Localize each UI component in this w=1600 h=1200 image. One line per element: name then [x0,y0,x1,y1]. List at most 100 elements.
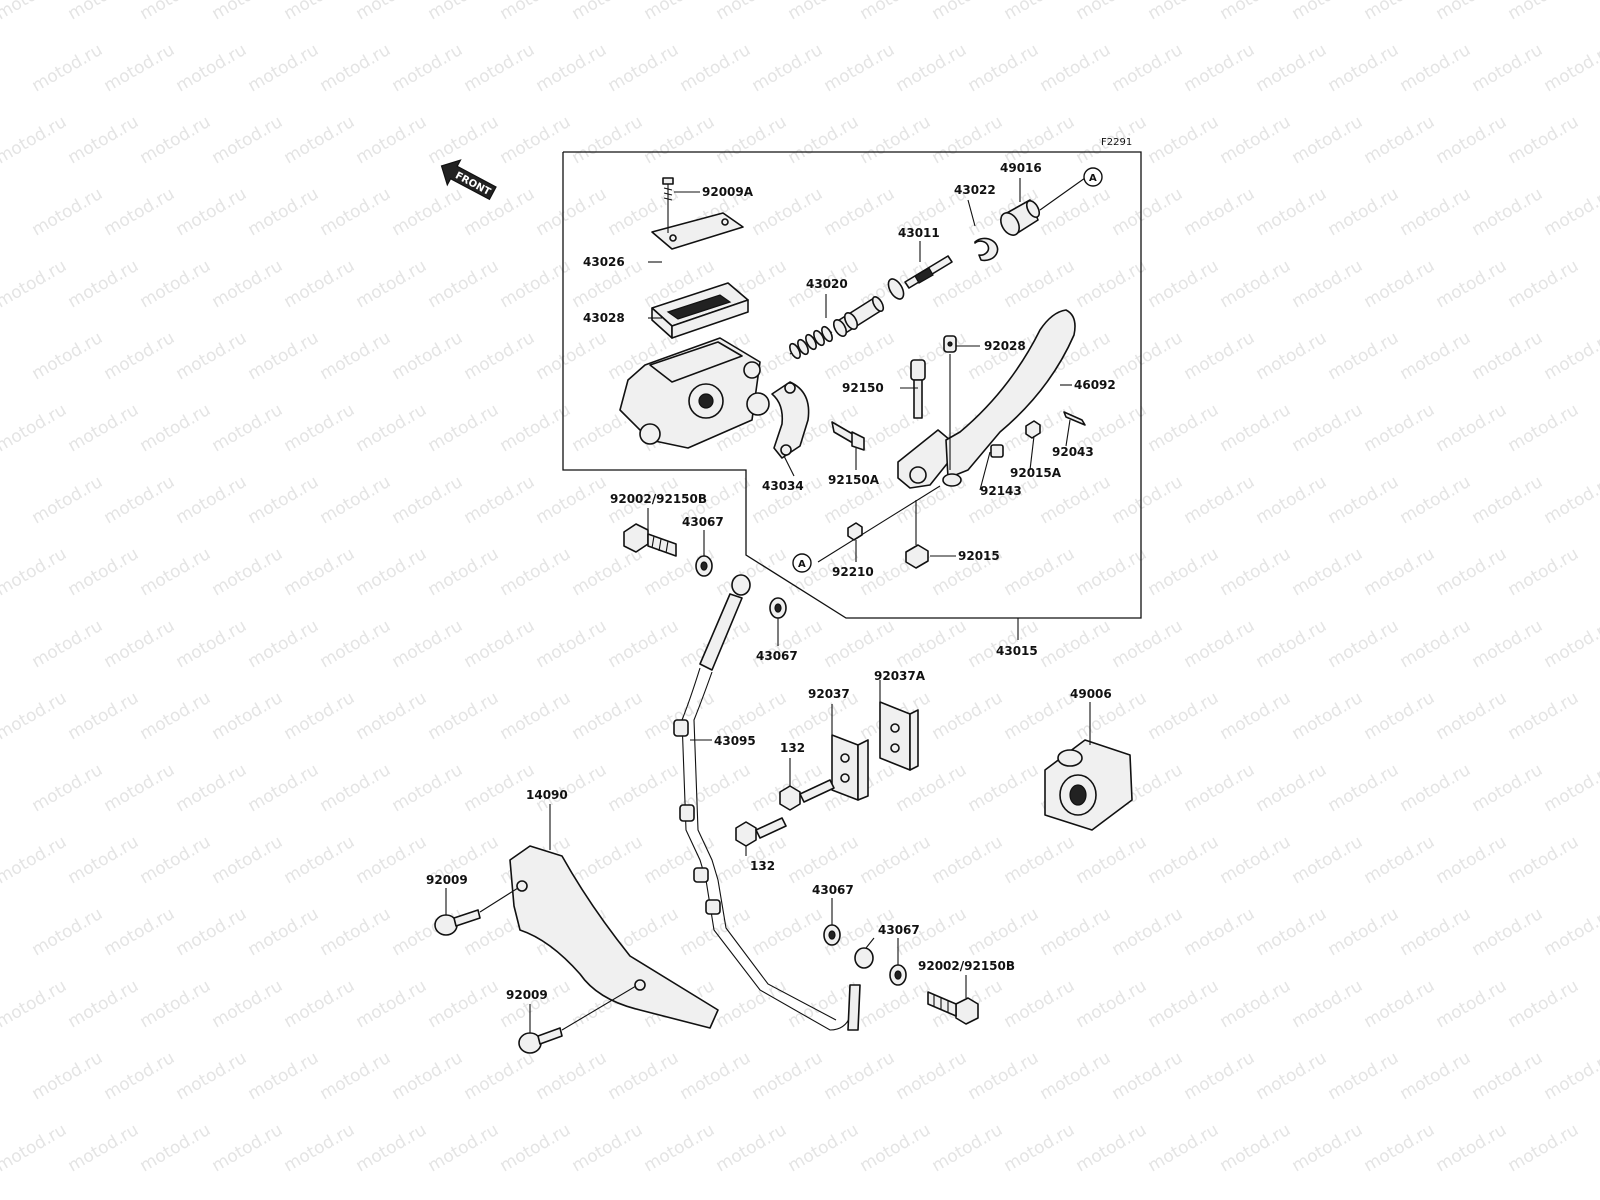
label-92150: 92150 [842,381,884,395]
watermark-text: motod.ru [857,0,935,24]
watermark-text: motod.ru [533,328,611,384]
watermark-text: motod.ru [569,832,647,888]
watermark-text: motod.ru [137,112,215,168]
cotter-pin-92043 [1063,411,1086,426]
watermark-text: motod.ru [245,184,323,240]
banjo-bolt-top [623,523,677,557]
watermark-text: motod.ru [1145,400,1223,456]
watermark-text: motod.ru [317,184,395,240]
watermark-text: motod.ru [101,1048,179,1104]
watermark-text: motod.ru [353,112,431,168]
watermark-text: motod.ru [1361,544,1439,600]
watermark-text: motod.ru [1469,760,1547,816]
watermark-text: motod.ru [281,400,359,456]
label-132-b: 132 [750,859,775,873]
nut-92043-left [1025,420,1041,439]
watermark-text: motod.ru [1289,1120,1367,1176]
watermark-text: motod.ru [137,976,215,1032]
piston-kit-43020 [832,295,885,337]
watermark-text: motod.ru [65,832,143,888]
watermark-text: motod.ru [353,400,431,456]
watermark-text: motod.ru [1181,1048,1259,1104]
watermark-text: motod.ru [1505,400,1583,456]
watermark-text: motod.ru [1145,688,1223,744]
watermark-text: motod.ru [353,1120,431,1176]
watermark-text: motod.ru [821,40,899,96]
clutch-lever-46092 [945,309,1076,479]
watermark-text: motod.ru [1181,760,1259,816]
watermark-text: motod.ru [1145,0,1223,24]
watermark-text: motod.ru [1181,616,1259,672]
watermark-text: motod.ru [533,1048,611,1104]
watermark-text: motod.ru [1397,184,1475,240]
watermark-text: motod.ru [605,40,683,96]
nut-92210 [847,522,863,541]
watermark-text: motod.ru [857,112,935,168]
watermark-text: motod.ru [65,1120,143,1176]
watermark-text: motod.ru [0,688,70,744]
watermark-text: motod.ru [1253,760,1331,816]
watermark-text: motod.ru [1397,1048,1475,1104]
watermark-text: motod.ru [245,472,323,528]
watermark-text: motod.ru [1253,40,1331,96]
bolt-92150A [831,421,865,451]
watermark-text: motod.ru [29,616,107,672]
watermark-text: motod.ru [965,904,1043,960]
watermark-text: motod.ru [497,544,575,600]
watermark-text: motod.ru [1541,616,1600,672]
watermark-text: motod.ru [821,184,899,240]
watermark-text: motod.ru [1505,688,1583,744]
watermark-text: motod.ru [1253,472,1331,528]
watermark-text: motod.ru [65,400,143,456]
watermark-text: motod.ru [749,40,827,96]
watermark-text: motod.ru [173,760,251,816]
label-46092: 46092 [1074,378,1116,392]
watermark-text: motod.ru [965,472,1043,528]
watermark-text: motod.ru [1073,0,1151,24]
watermark-text: motod.ru [749,184,827,240]
bolt-132-a [779,779,835,811]
label-43028: 43028 [583,311,625,325]
watermark-text: motod.ru [497,0,575,24]
hose-clamp-92037 [831,734,869,801]
watermark-text: motod.ru [1541,760,1600,816]
watermark-text: motod.ru [1145,976,1223,1032]
watermark-text: motod.ru [0,256,70,312]
label-92210: 92210 [832,565,874,579]
label-43095: 43095 [714,734,756,748]
watermark-text: motod.ru [569,0,647,24]
label-43067-a: 43067 [682,515,724,529]
watermark-text: motod.ru [1397,40,1475,96]
watermark-text: motod.ru [461,1048,539,1104]
watermark-text: motod.ru [209,976,287,1032]
watermark-text: motod.ru [1001,688,1079,744]
watermark-text: motod.ru [281,688,359,744]
adjuster-92015A [990,444,1004,458]
watermark-text: motod.ru [1397,616,1475,672]
watermark-text: motod.ru [29,184,107,240]
watermark-text: motod.ru [1181,328,1259,384]
watermark-text: motod.ru [281,1120,359,1176]
watermark-text: motod.ru [1037,40,1115,96]
watermark-text: motod.ru [425,976,503,1032]
label-92037: 92037 [808,687,850,701]
watermark-text: motod.ru [0,1120,70,1176]
watermark-text: motod.ru [1109,904,1187,960]
watermark-text: motod.ru [281,544,359,600]
label-92015: 92015 [958,549,1000,563]
watermark-text: motod.ru [29,1048,107,1104]
watermark-text: motod.ru [641,112,719,168]
part-labels: 92009A 43026 43028 43020 43011 43022 490… [426,161,1116,1002]
watermark-text: motod.ru [1541,904,1600,960]
watermark-text: motod.ru [29,328,107,384]
watermark-text: motod.ru [1505,256,1583,312]
watermark-text: motod.ru [1217,544,1295,600]
watermark-text: motod.ru [1433,1120,1511,1176]
watermark-text: motod.ru [317,904,395,960]
watermark-text: motod.ru [1469,1048,1547,1104]
watermark-text: motod.ru [713,0,791,24]
label-43022: 43022 [954,183,996,197]
watermark-text: motod.ru [1289,544,1367,600]
watermark-text: motod.ru [1361,256,1439,312]
